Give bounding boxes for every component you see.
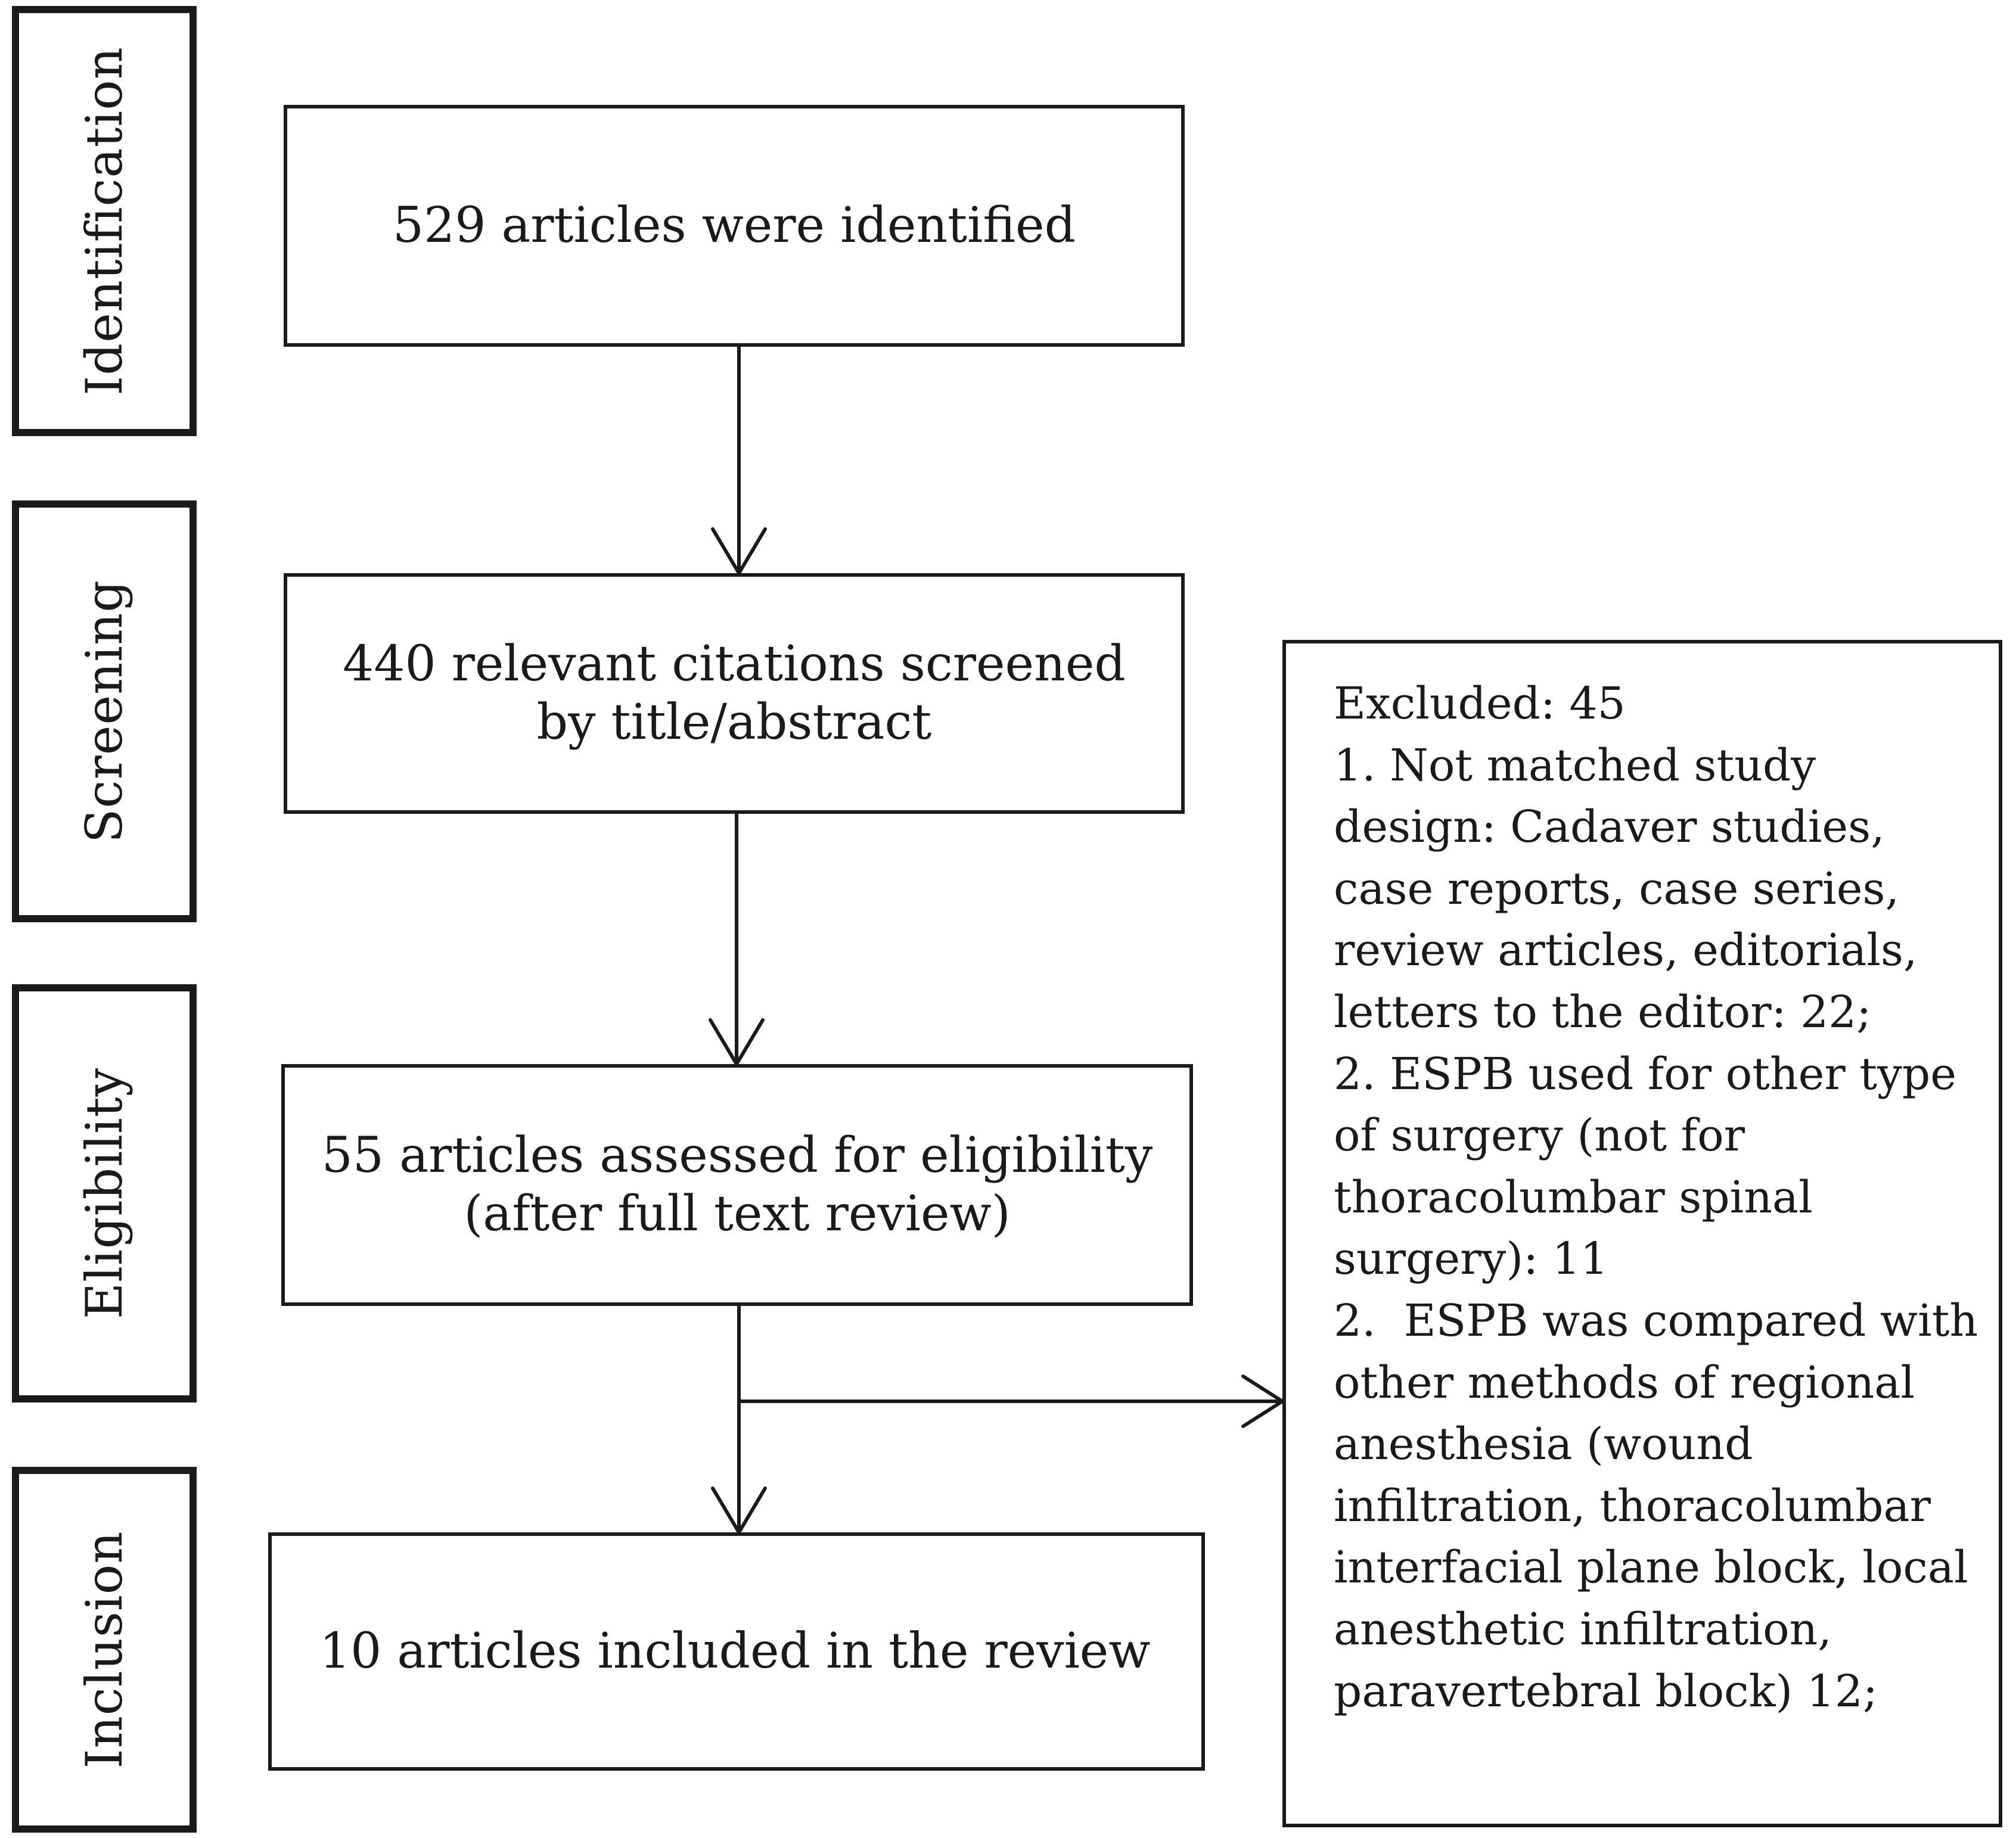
excluded-title: Excluded: 45: [1334, 678, 1626, 729]
stage-eligibility: Eligibility: [12, 984, 197, 1402]
stage-identification: Identification: [12, 6, 197, 436]
box-eligibility: 55 articles assessed for eligibility (af…: [281, 1064, 1193, 1306]
box-eligibility-text: 55 articles assessed for eligibility (af…: [321, 1127, 1153, 1242]
stage-screening: Screening: [12, 500, 197, 922]
box-identified: 529 articles were identified: [284, 105, 1185, 347]
box-screened: 440 relevant citations screened by title…: [284, 573, 1185, 814]
excluded-reason-1: 1. Not matched study design: Cadaver stu…: [1334, 739, 1932, 1038]
box-screened-text: 440 relevant citations screened by title…: [343, 635, 1126, 751]
box-included-text: 10 articles included in the review: [319, 1622, 1151, 1680]
excluded-reason-3: 2. ESPB was compared with other methods …: [1334, 1295, 1992, 1717]
box-excluded: Excluded: 45 1. Not matched study design…: [1282, 640, 2002, 1827]
excluded-reason-2: 2. ESPB used for other type of surgery (…: [1334, 1048, 1971, 1285]
box-identified-text: 529 articles were identified: [392, 197, 1076, 254]
stage-inclusion: Inclusion: [12, 1467, 197, 1833]
box-included: 10 articles included in the review: [268, 1532, 1205, 1771]
